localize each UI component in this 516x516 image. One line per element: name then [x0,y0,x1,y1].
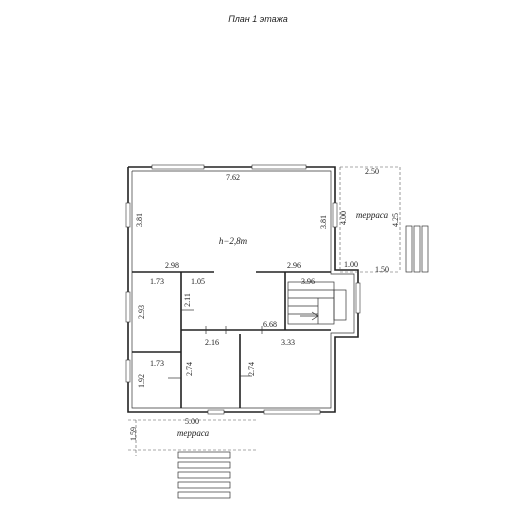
dim-terrace-width: 2.50 [365,167,379,176]
dim-mid-width: 2.16 [205,338,219,347]
dimension-labels: 7.62 3.81 3.81 2.50 4.25 4.00 1.00 1.50 … [129,167,400,441]
dim-right-room-width: 3.33 [281,338,295,347]
dim-room-b-width: 1.73 [150,359,164,368]
outer-walls [127,166,359,413]
dim-room-a-width: 1.73 [150,277,164,286]
dim-bottom-terrace-depth: 1.59 [129,427,138,441]
dim-corridor-height: 2.11 [183,293,192,307]
doors [168,309,263,379]
dim-right-room-height: 2.74 [247,362,256,376]
dim-left-partition: 2.98 [165,261,179,270]
bottom-terrace [128,419,258,499]
dim-terrace-height-outer: 4.25 [391,213,400,227]
dim-room-a-height: 2.93 [137,305,146,319]
staircase [287,281,347,325]
dim-terrace-base: 1.50 [375,265,389,274]
ceiling-height-label: h−2,8m [219,236,248,246]
dim-mid-room-height: 2.74 [185,362,194,376]
dim-inner-right-height: 3.81 [319,215,328,229]
plan-title: План 1 этажа [228,14,288,24]
interior-walls [132,271,331,408]
dim-top-width: 7.62 [226,173,240,182]
dim-stair-width: 3.96 [301,277,315,286]
right-terrace [339,166,429,273]
dim-corridor-width: 1.05 [191,277,205,286]
terrace-bottom-label: терраса [177,428,210,438]
windows [125,164,361,415]
dim-bottom-width: 5.00 [185,417,199,426]
dim-left-height: 3.81 [135,213,144,227]
dim-room-b-height: 1.92 [137,374,146,388]
dim-right-partition: 2.96 [287,261,301,270]
dim-hall-width: 6.68 [263,320,277,329]
dim-terrace-step: 1.00 [344,260,358,269]
terrace-right-label: терраса [356,210,389,220]
dim-terrace-height-inner: 4.00 [339,211,348,225]
